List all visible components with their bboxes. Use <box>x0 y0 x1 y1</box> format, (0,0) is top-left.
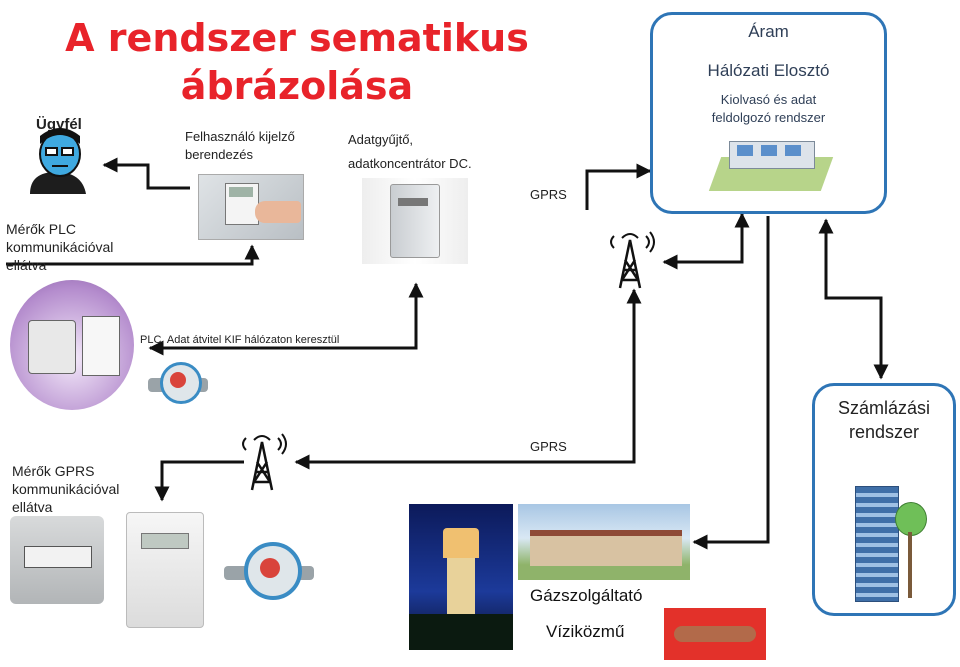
plc-link-label: PLC. Adat átvitel KIF hálózaton keresztü… <box>140 334 340 346</box>
power-distributor-box: Áram Hálózati Elosztó Kiolvasó és adat f… <box>650 12 887 214</box>
display-device-image <box>198 174 304 240</box>
billing-line-2: rendszer <box>848 422 920 442</box>
arrow-power-to-gas <box>692 216 770 550</box>
office-building-icon <box>855 486 899 602</box>
diagram-title: A rendszer sematikus ábrázolása <box>62 14 532 110</box>
concentrator-line-2: adatkoncentrátor DC. <box>348 156 472 171</box>
water-tower-image <box>409 504 513 650</box>
client-label: Ügyfél <box>36 116 82 133</box>
power-box-title: Áram <box>748 22 789 41</box>
arrow-display-to-client <box>102 157 190 190</box>
display-device-label: Felhasználó kijelző berendezés <box>185 128 295 164</box>
power-box-line-1: Kiolvasó és adat <box>720 92 817 107</box>
arrow-power-billing <box>818 218 889 380</box>
gprs-meters-line-2: kommunikációval <box>12 481 120 497</box>
plc-meters-label: Mérők PLC kommunikációval ellátva <box>6 220 113 274</box>
power-box-subtitle: Hálózati Elosztó <box>707 61 830 80</box>
plc-meters-line-3: ellátva <box>6 257 47 273</box>
power-box-system-label: Kiolvasó és adat feldolgozó rendszer <box>653 91 884 127</box>
plc-meters-line-1: Mérők PLC <box>6 221 77 237</box>
title-line-1: A rendszer sematikus <box>65 16 529 60</box>
gas-provider-label: Gázszolgáltató <box>530 586 643 605</box>
electricity-meter-image <box>126 512 204 628</box>
water-utility-label: Víziközmű <box>546 622 625 641</box>
billing-line-1: Számlázási <box>837 398 931 418</box>
gprs-meters-line-3: ellátva <box>12 499 53 515</box>
gprs-meters-label: Mérők GPRS kommunikációval ellátva <box>12 462 119 516</box>
tree-trunk <box>908 532 912 598</box>
concentrator-label: Adatgyűjtő, adatkoncentrátor DC. <box>348 128 472 176</box>
arrow-gprs-towers <box>294 288 642 470</box>
arrow-tower-to-gprs-meters <box>154 460 244 502</box>
power-box-line-2: feldolgozó rendszer <box>711 110 826 125</box>
gprs-label-bottom: GPRS <box>530 439 567 454</box>
gprs-meters-line-1: Mérők GPRS <box>12 463 95 479</box>
billing-system-box: Számlázási rendszer <box>812 383 956 616</box>
display-device-line-1: Felhasználó kijelző <box>185 129 295 144</box>
billing-system-label: Számlázási rendszer <box>815 396 953 444</box>
plc-meters-image <box>10 280 134 410</box>
building-photo-image <box>518 504 690 580</box>
display-device-line-2: berendezés <box>185 147 253 162</box>
plc-meters-line-2: kommunikációval <box>6 239 114 255</box>
arrow-gprs-to-power <box>585 163 652 210</box>
title-line-2: ábrázolása <box>180 64 414 108</box>
arrow-tower-power <box>662 212 750 270</box>
concentrator-line-1: Adatgyűjtő, <box>348 132 414 147</box>
gas-meter-image <box>10 516 104 604</box>
concentrator-image <box>362 178 468 264</box>
water-meter-image-1 <box>148 360 208 406</box>
water-meter-image-2 <box>224 540 314 602</box>
arrow-meters-to-display <box>6 244 260 266</box>
tree-icon <box>895 502 927 536</box>
handshake-image <box>664 608 766 660</box>
control-room-image <box>708 131 834 197</box>
gprs-label-top: GPRS <box>530 187 567 202</box>
